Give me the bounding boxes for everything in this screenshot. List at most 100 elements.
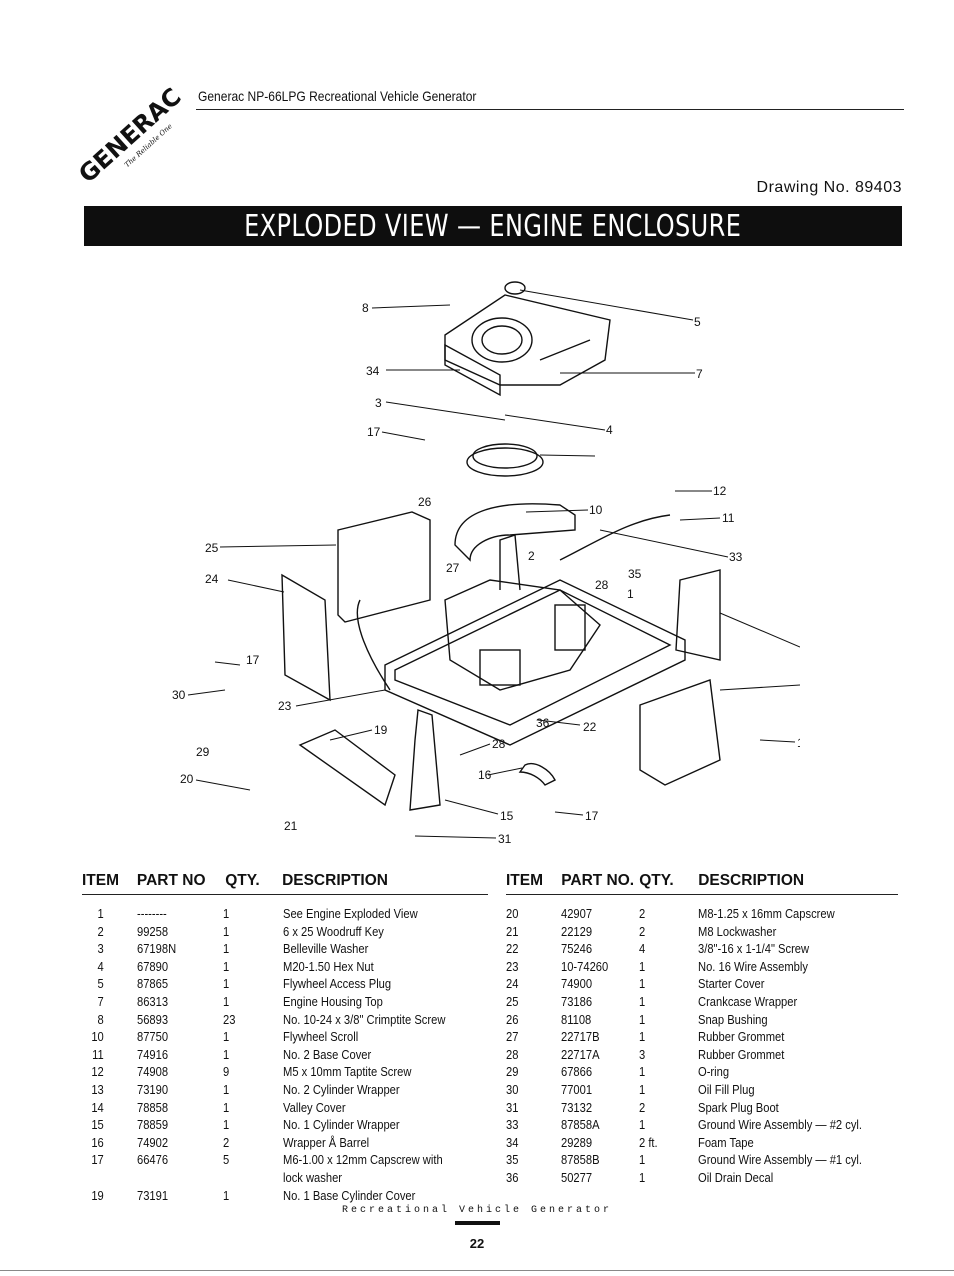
callout-12a: 12 bbox=[713, 484, 727, 498]
callout-31: 31 bbox=[498, 832, 512, 846]
cell-qty: 1 bbox=[223, 1117, 230, 1133]
callout-1: 1 bbox=[627, 587, 634, 601]
callout-36: 36 bbox=[536, 716, 550, 730]
callout-28b: 28 bbox=[492, 737, 506, 751]
table-row: 16 74902 2 Wrapper Å Barrel bbox=[82, 1134, 488, 1152]
cell-description: M5 x 10mm Taptite Screw bbox=[283, 1064, 412, 1080]
callout-8: 8 bbox=[362, 301, 369, 315]
cell-part-no: 87858B bbox=[561, 1152, 600, 1168]
cell-part-no: 78858 bbox=[137, 1099, 169, 1115]
cell-item: 16 bbox=[91, 1134, 104, 1150]
callout-7: 7 bbox=[696, 367, 703, 381]
cell-qty: 1 bbox=[639, 1064, 646, 1080]
cell-qty bbox=[223, 1169, 275, 1187]
cell-description: Flywheel Scroll bbox=[283, 1029, 359, 1045]
cell-description: No. 2 Cylinder Wrapper bbox=[283, 1081, 401, 1097]
header-part-no: PART NO bbox=[136, 872, 206, 889]
cell-description: Oil Fill Plug bbox=[698, 1081, 755, 1097]
cell-qty: 1 bbox=[639, 1011, 646, 1027]
header-description: DESCRIPTION bbox=[282, 872, 388, 889]
cell-description: O-ring bbox=[698, 1064, 730, 1080]
cell-part-no: 29289 bbox=[561, 1134, 593, 1150]
callout-4: 4 bbox=[606, 423, 613, 437]
header-item: ITEM bbox=[82, 872, 120, 889]
cell-part-no: 74908 bbox=[137, 1064, 169, 1080]
cell-part-no: 74902 bbox=[137, 1134, 169, 1150]
cell-description: Rubber Grommet bbox=[698, 1046, 785, 1062]
callout-21: 21 bbox=[284, 819, 298, 833]
cell-item: 28 bbox=[506, 1046, 519, 1062]
cell-qty: 1 bbox=[639, 1029, 646, 1045]
cell-item: 35 bbox=[506, 1152, 519, 1168]
cell-item: 15 bbox=[91, 1117, 104, 1133]
cell-item: 5 bbox=[97, 976, 104, 992]
cell-description: No. 1 Base Cylinder Cover bbox=[283, 1187, 416, 1203]
callout-35: 35 bbox=[628, 567, 642, 581]
cell-qty: 1 bbox=[223, 1081, 230, 1097]
cell-item: 11 bbox=[92, 1046, 104, 1062]
cell-description: Ground Wire Assembly — #2 cyl. bbox=[698, 1117, 863, 1133]
cell-description: No. 16 Wire Assembly bbox=[698, 958, 809, 974]
cell-description: Spark Plug Boot bbox=[698, 1099, 779, 1115]
cell-qty: 2 bbox=[639, 1099, 646, 1115]
cell-qty: 1 bbox=[639, 1081, 646, 1097]
cell-qty: 2 ft. bbox=[639, 1134, 658, 1150]
callout-25: 25 bbox=[205, 541, 219, 555]
table-row: lock washer bbox=[82, 1169, 488, 1187]
footer-bar bbox=[455, 1221, 500, 1225]
cell-item: 7 bbox=[97, 993, 104, 1009]
cell-description: Valley Cover bbox=[283, 1099, 346, 1115]
page-number: 22 bbox=[469, 1236, 485, 1251]
cell-item: 22 bbox=[506, 941, 519, 957]
cell-qty: 3 bbox=[639, 1046, 646, 1062]
cell-description: No. 1 Cylinder Wrapper bbox=[283, 1117, 401, 1133]
cell-item bbox=[82, 1169, 130, 1187]
cell-qty: 1 bbox=[223, 1099, 230, 1115]
cell-description: Belleville Washer bbox=[283, 941, 369, 957]
cell-qty: 1 bbox=[639, 958, 646, 974]
callout-33: 33 bbox=[729, 550, 743, 564]
cell-qty: 1 bbox=[639, 1152, 646, 1168]
header-qty: QTY. bbox=[639, 872, 674, 889]
cell-item: 24 bbox=[506, 976, 519, 992]
cell-qty: 2 bbox=[223, 1134, 230, 1150]
cell-qty: 1 bbox=[639, 976, 646, 992]
cell-description: Crankcase Wrapper bbox=[698, 993, 798, 1009]
cell-qty: 1 bbox=[223, 993, 230, 1009]
cell-item: 25 bbox=[506, 993, 519, 1009]
header-item: ITEM bbox=[506, 872, 544, 889]
cell-item: 23 bbox=[506, 958, 519, 974]
cell-part-no: 66476 bbox=[137, 1152, 169, 1168]
cell-item: 4 bbox=[97, 958, 104, 974]
cell-item: 20 bbox=[506, 906, 519, 921]
cell-description: 3/8"-16 x 1-1/4" Screw bbox=[698, 941, 810, 957]
cell-description: Ground Wire Assembly — #1 cyl. bbox=[698, 1152, 863, 1168]
cell-description: Wrapper Å Barrel bbox=[283, 1134, 370, 1150]
cell-part-no: 22129 bbox=[561, 923, 593, 939]
cell-item: 2 bbox=[97, 923, 104, 939]
callout-15: 15 bbox=[500, 809, 514, 823]
cell-qty: 1 bbox=[223, 976, 230, 992]
cell-item: 1 bbox=[97, 906, 104, 921]
cell-qty: 1 bbox=[639, 1117, 646, 1133]
cell-qty: 1 bbox=[223, 941, 230, 957]
parts-table-left: ITEM PART NO QTY. DESCRIPTION 1--------1… bbox=[82, 870, 488, 1204]
cell-part-no: 74900 bbox=[561, 976, 593, 992]
header-part-no: PART NO. bbox=[561, 872, 635, 889]
